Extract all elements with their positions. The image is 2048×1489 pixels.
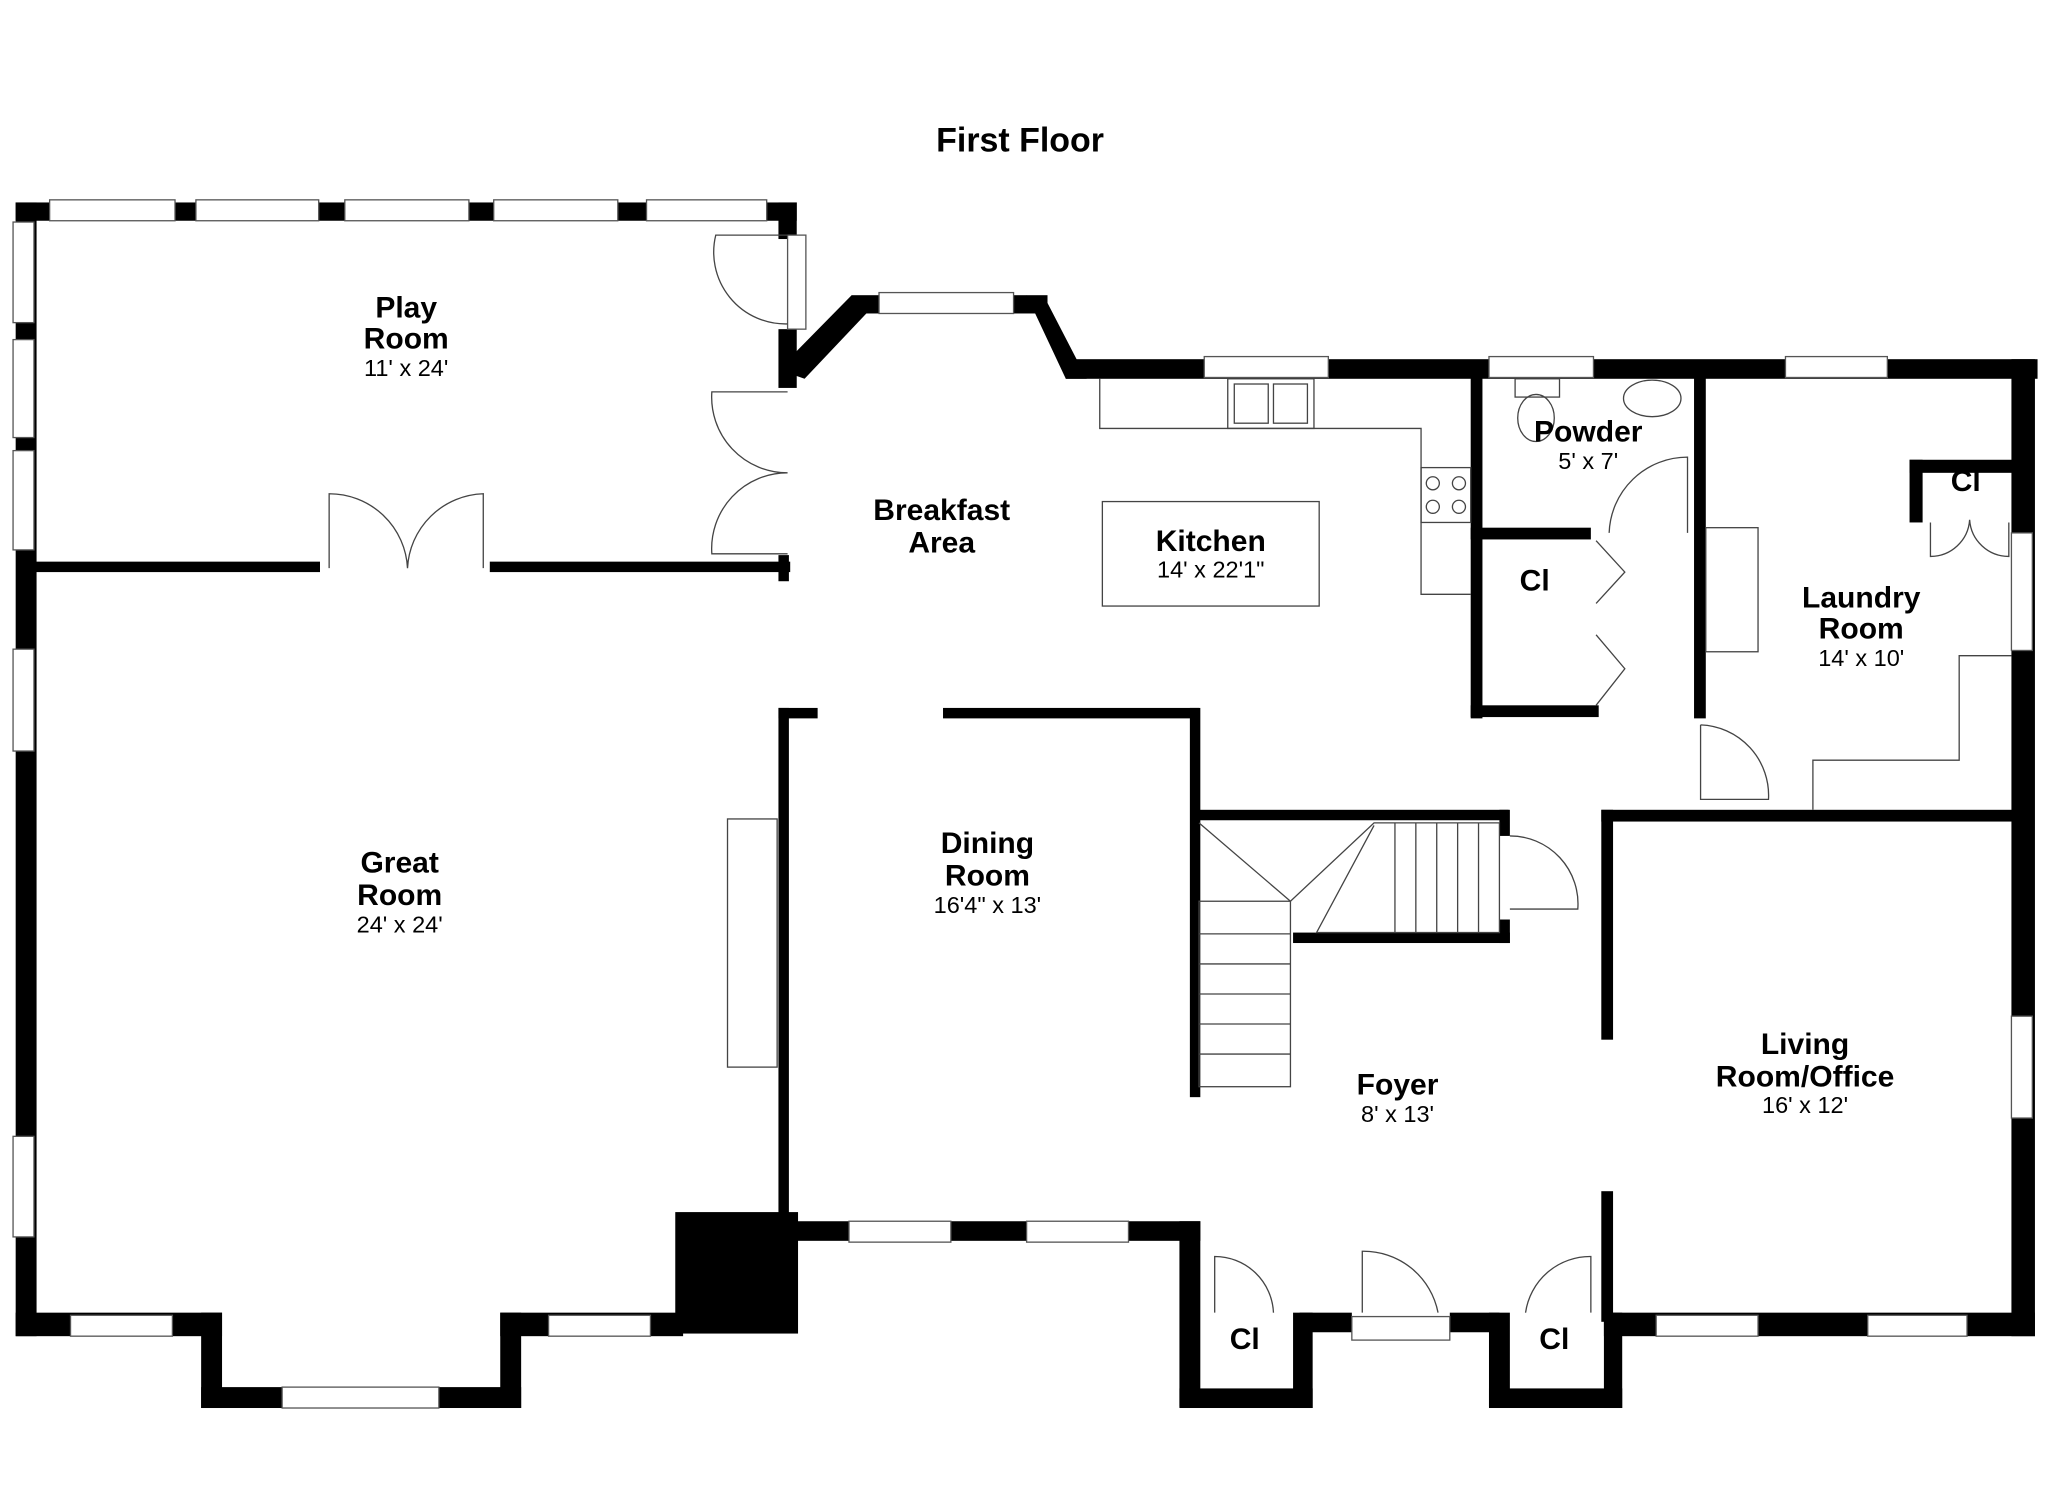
great-room-label-2: Room	[357, 879, 442, 912]
kitchen-size: 14' x 22'1"	[1157, 556, 1264, 582]
laundry-size: 14' x 10'	[1818, 645, 1904, 671]
powder-size: 5' x 7'	[1558, 448, 1618, 474]
kitchen-label: Kitchen	[1156, 525, 1266, 558]
play-room-label-2: Room	[364, 323, 449, 356]
laundry-label-2: Room	[1819, 613, 1904, 646]
dining-size: 16'4" x 13'	[934, 892, 1041, 918]
kitchen-sink	[1227, 378, 1315, 430]
staircase	[1198, 822, 1501, 1088]
stove	[1420, 466, 1472, 524]
great-room-label: Great	[360, 847, 438, 880]
closet-foyer-right-label: Cl	[1539, 1323, 1569, 1356]
kitchen-island	[1101, 500, 1320, 607]
powder-label: Powder	[1534, 415, 1643, 448]
play-room-label: Play	[375, 291, 437, 324]
closet-foyer-left-label: Cl	[1230, 1323, 1260, 1356]
breakfast-label: Breakfast	[873, 494, 1010, 527]
floor-title: First Floor	[936, 122, 1104, 160]
foyer-size: 8' x 13'	[1361, 1101, 1434, 1127]
dining-label-2: Room	[945, 860, 1030, 893]
great-room-size: 24' x 24'	[357, 912, 443, 938]
powder-sink	[1622, 379, 1682, 418]
living-label: Living	[1761, 1028, 1849, 1061]
play-room-size: 11' x 24'	[364, 355, 448, 381]
living-size: 16' x 12'	[1762, 1092, 1848, 1118]
dining-label: Dining	[941, 827, 1034, 860]
toilet	[1514, 378, 1561, 398]
closet-hall-label: Cl	[1520, 564, 1550, 597]
fireplace-hearth	[726, 818, 778, 1068]
fireplace-chimney	[675, 1212, 799, 1334]
fixtures	[726, 378, 2012, 1088]
breakfast-label-2: Area	[908, 527, 975, 560]
doors	[328, 234, 2010, 1313]
laundry-label: Laundry	[1802, 581, 1921, 614]
foyer-label: Foyer	[1357, 1069, 1439, 1102]
windows	[12, 199, 2033, 1409]
room-labels: Play Room 11' x 24' Breakfast Area Kitch…	[357, 291, 1981, 1356]
living-label-2: Room/Office	[1716, 1061, 1895, 1094]
laundry-counter	[1705, 527, 1759, 653]
closet-laundry-label: Cl	[1951, 465, 1981, 498]
